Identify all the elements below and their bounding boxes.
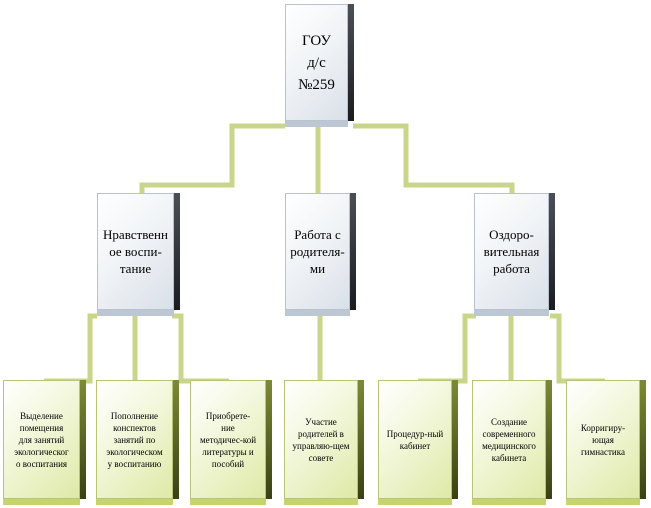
root-node: ГОУ д/с №259 [285,4,354,127]
root-label: ГОУ д/с №259 [285,4,348,121]
branch-node-health: Оздоро- вительная работа [474,193,555,316]
branch-label: Работа с родителя- ми [285,193,350,310]
leaf-node-5: Процедур-ный кабинет [378,380,458,505]
connector-root-left [139,123,285,196]
connector-right-leaf5 [418,313,476,384]
leaf-node-6: Создание современного медицинского кабин… [472,380,552,505]
branch-label: Оздоро- вительная работа [474,193,549,310]
leaf-label: Корригиру- ющая гимнастика [566,380,640,499]
leaf-node-1: Выделение помещения для занятий экологич… [3,380,86,505]
branch-node-moral: Нравственн ое воспи- тание [97,193,180,316]
leaf-label: Выделение помещения для занятий экологич… [3,380,80,499]
connector-left-leaf1 [44,313,97,384]
leaf-label: Приобрете- ние методичес-кой литературы … [190,380,266,499]
branch-label: Нравственн ое воспи- тание [97,193,174,310]
connector-left-leaf3 [172,313,229,384]
leaf-node-4: Участие родителей в управляю-щем совете [284,380,364,505]
leaf-node-2: Пополнение конспектов занятий по экологи… [96,380,179,505]
connector-root-right [353,123,515,196]
leaf-label: Процедур-ный кабинет [378,380,452,499]
branch-node-parents: Работа с родителя- ми [285,193,356,316]
leaf-label: Пополнение конспектов занятий по экологи… [96,380,173,499]
leaf-node-7: Корригиру- ющая гимнастика [566,380,646,505]
leaf-node-3: Приобрете- ние методичес-кой литературы … [190,380,272,505]
leaf-label: Участие родителей в управляю-щем совете [284,380,358,499]
leaf-label: Создание современного медицинского кабин… [472,380,546,499]
connector-right-leaf7 [550,313,605,384]
